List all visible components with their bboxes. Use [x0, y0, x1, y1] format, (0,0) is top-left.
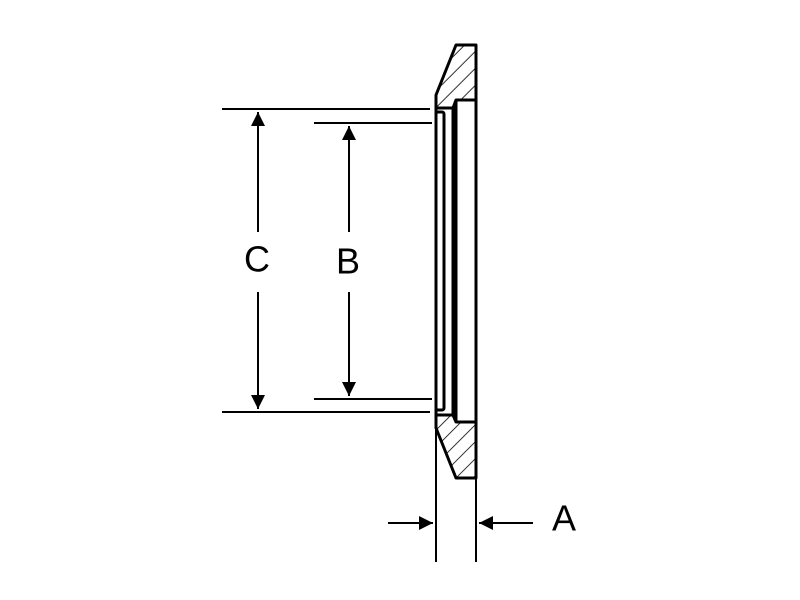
label-b: B [336, 241, 360, 282]
label-c: C [244, 239, 270, 280]
gasket-face [434, 110, 446, 412]
label-a: A [552, 498, 576, 539]
flange-bottom-section [434, 413, 478, 480]
flange-top-section [434, 43, 478, 110]
